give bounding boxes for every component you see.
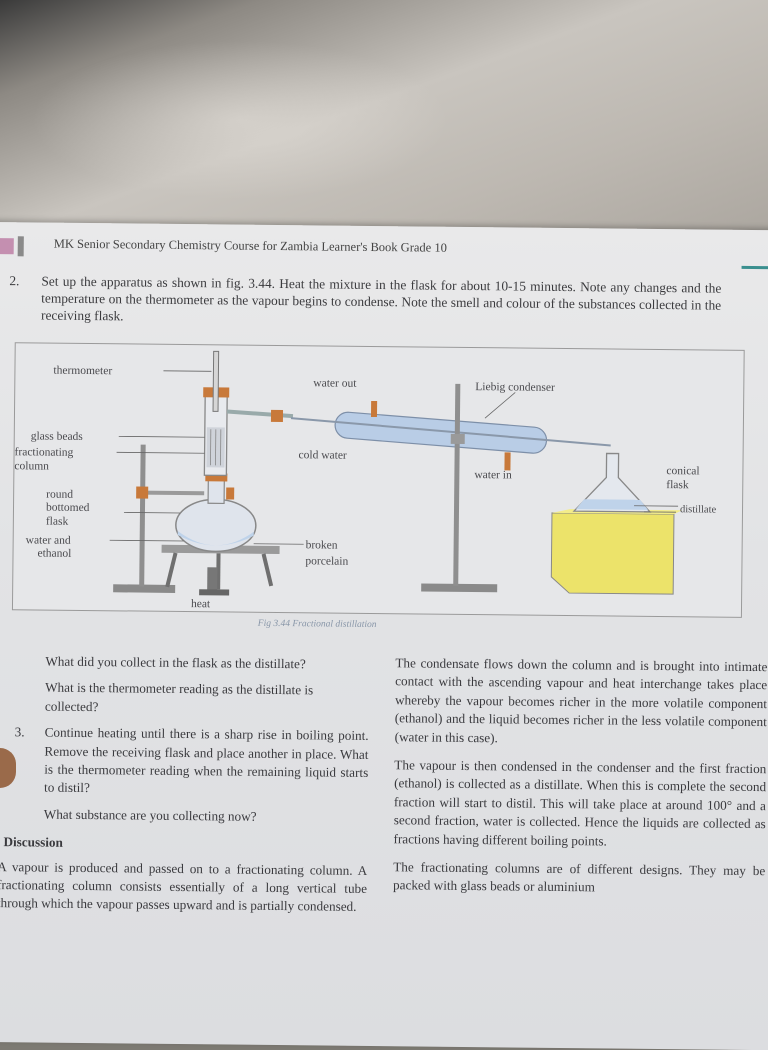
label-flask: flask <box>666 479 689 491</box>
header-rule <box>742 266 768 269</box>
label-cold-water: cold water <box>299 449 348 462</box>
right-stand-rod <box>453 384 460 586</box>
label-column: column <box>14 460 49 472</box>
textbook-page: MK Senior Secondary Chemistry Course for… <box>0 222 768 1050</box>
right-paragraph-3: The fractionating columns are of differe… <box>393 858 765 899</box>
discussion-heading: Discussion <box>3 833 367 855</box>
header-gray-tab <box>18 236 24 256</box>
liebig-condenser <box>334 411 547 454</box>
flask-clamp <box>226 487 234 499</box>
question-3-text: Continue heating until there is a sharp … <box>44 724 369 801</box>
label-heat: heat <box>191 598 211 610</box>
tripod-leg-left <box>167 553 175 587</box>
figure-fractional-distillation: thermometer water out Liebig condenser g… <box>12 342 745 618</box>
label-porcelain: porcelain <box>305 555 348 567</box>
label-broken: broken <box>306 539 338 551</box>
label-water-and: water and <box>26 534 71 546</box>
label-conical: conical <box>666 465 699 477</box>
label-glass-beads: glass beads <box>31 430 84 443</box>
round-bottomed-flask <box>176 499 257 552</box>
condenser-connector <box>271 410 283 422</box>
header-color-tab <box>0 238 14 254</box>
label-ethanol: ethanol <box>37 547 71 559</box>
water-out-nozzle <box>371 401 377 417</box>
right-paragraph-1: The condensate flows down the column and… <box>395 654 768 750</box>
burner-base <box>199 589 229 595</box>
question-2-text: Set up the apparatus as shown in fig. 3.… <box>41 273 721 331</box>
question-substance: What substance are you collecting now? <box>44 805 368 827</box>
question-2-number: 2. <box>9 272 19 289</box>
label-thermometer: thermometer <box>53 365 112 378</box>
label-liebig-condenser: Liebig condenser <box>475 381 555 394</box>
right-clamp <box>451 434 465 444</box>
side-arm <box>227 411 293 416</box>
question-3: 3. Continue heating until there is a sha… <box>8 723 369 800</box>
label-bottomed: bottomed <box>46 502 90 514</box>
left-stand-rod <box>139 445 145 587</box>
right-column: The condensate flows down the column and… <box>393 654 768 909</box>
tripod-leg-right <box>263 554 271 586</box>
label-round: round <box>46 489 73 501</box>
label-water-out: water out <box>313 377 357 389</box>
question-2: 2. Set up the apparatus as shown in fig.… <box>9 272 721 330</box>
question-3-number: 3. <box>15 723 25 742</box>
support-block <box>551 513 674 594</box>
figure-caption: Fig 3.44 Fractional distillation <box>258 619 377 630</box>
distillate-liquid <box>576 499 648 510</box>
left-clamp-boss <box>136 487 148 499</box>
water-in-nozzle <box>504 452 510 470</box>
discussion-paragraph: A vapour is produced and passed on to a … <box>0 858 367 917</box>
apparatus-diagram: thermometer water out Liebig condenser g… <box>13 343 744 617</box>
thermometer <box>213 351 219 411</box>
running-header: MK Senior Secondary Chemistry Course for… <box>54 237 447 256</box>
right-stand-base <box>421 584 497 593</box>
label-fractionating: fractionating <box>15 446 74 459</box>
question-thermometer-reading: What is the thermometer reading as the d… <box>45 679 369 719</box>
label-round-flask: flask <box>46 516 69 528</box>
cloth-fold-highlight <box>30 40 450 200</box>
left-column: What did you collect in the flask as the… <box>0 652 369 925</box>
right-paragraph-2: The vapour is then condensed in the cond… <box>393 756 766 852</box>
question-distillate: What did you collect in the flask as the… <box>45 653 369 675</box>
label-water-in: water in <box>474 469 512 481</box>
burner <box>207 567 217 591</box>
left-clamp-arm <box>142 491 204 496</box>
label-distillate: distillate <box>680 504 717 515</box>
